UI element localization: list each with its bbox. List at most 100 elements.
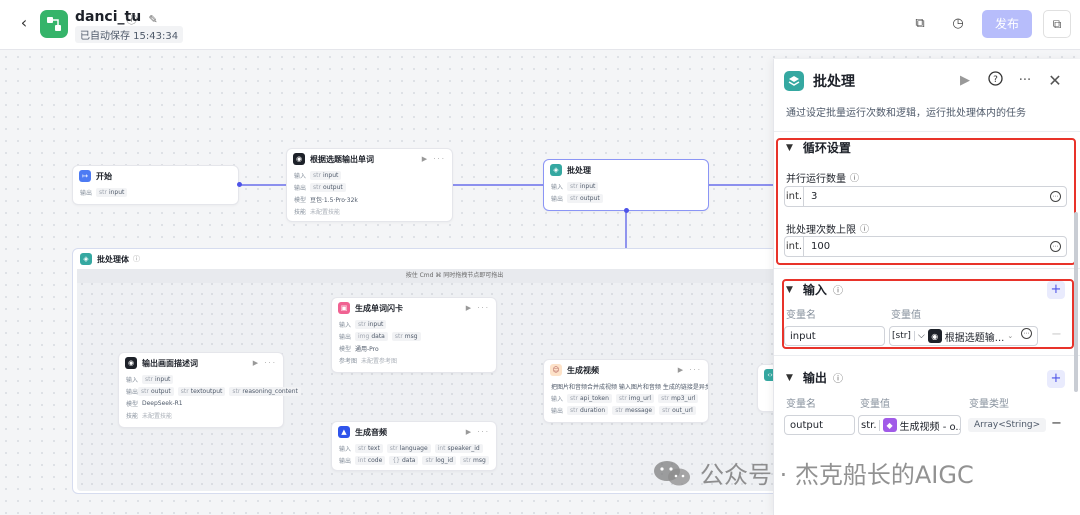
- node-title: 生成音频: [355, 427, 387, 437]
- variable-ref-icon[interactable]: ⋯: [1050, 191, 1061, 202]
- panel-scrollbar[interactable]: [1074, 212, 1078, 392]
- node-title: 批处理: [567, 165, 591, 175]
- publish-button[interactable]: 发布: [982, 10, 1032, 38]
- var-tag: log_id: [435, 456, 454, 464]
- col-var-value: 变量值: [860, 399, 890, 410]
- info-icon: ⓘ: [832, 286, 843, 297]
- row-label: 输出: [339, 333, 352, 341]
- output-port[interactable]: [237, 182, 242, 187]
- drag-hint: 按住 Cmd ⌘ 同时拖拽节点即可拖出: [77, 269, 832, 283]
- input-var-name[interactable]: input: [784, 326, 885, 346]
- max-count-value[interactable]: 100: [811, 241, 831, 252]
- history-icon[interactable]: ◷: [952, 16, 964, 31]
- var-tag: input: [322, 171, 339, 179]
- node-actions-icon[interactable]: ▶ ···: [465, 428, 490, 436]
- field-label-text: 并行运行数量: [786, 174, 846, 185]
- skill-value: 未配置技能: [142, 412, 173, 420]
- node-actions-icon[interactable]: ▶ ···: [421, 155, 446, 163]
- node-title: 生成视频: [567, 365, 599, 375]
- concurrency-input[interactable]: int. 3 ⋯: [784, 186, 1067, 207]
- chevron-down-icon[interactable]: ▼: [786, 284, 793, 295]
- run-icon[interactable]: ▶: [960, 73, 970, 88]
- var-tag: input: [367, 320, 384, 328]
- llm-icon: ◉: [125, 357, 137, 369]
- var-tag: language: [399, 444, 428, 452]
- output-var-name[interactable]: output: [784, 415, 855, 435]
- input-var-value[interactable]: [str] ⌵ ◉ 根据选题输... ⌄: [889, 326, 1038, 346]
- chevron-down-icon[interactable]: ▼: [786, 372, 793, 383]
- var-tag: data: [371, 332, 385, 340]
- var-tag: code: [367, 456, 383, 464]
- copy-icon[interactable]: ⧉: [915, 16, 925, 31]
- divider: [774, 268, 1080, 269]
- row-label: 输入: [339, 321, 352, 329]
- divider: [774, 355, 1080, 356]
- svg-text:?: ?: [993, 75, 998, 85]
- wechat-logo-icon: [654, 460, 690, 485]
- node-title: 根据选题输出单词: [310, 154, 374, 164]
- node-actions-icon[interactable]: ▶ ···: [252, 359, 277, 367]
- close-icon[interactable]: ✕: [1048, 71, 1062, 90]
- var-tag: msg: [473, 456, 486, 464]
- node-actions-icon[interactable]: ▶ ···: [677, 366, 702, 374]
- add-input-button[interactable]: +: [1047, 281, 1065, 299]
- add-output-button[interactable]: +: [1047, 370, 1065, 388]
- chevron-down-icon[interactable]: ⌵: [917, 331, 925, 341]
- col-var-type: 变量类型: [969, 399, 1009, 410]
- row-label: 技能: [126, 412, 139, 420]
- app-logo-icon: [40, 10, 68, 38]
- var-tag: output: [150, 387, 171, 395]
- var-tag: api_token: [579, 394, 609, 402]
- panel-description: 通过设定批量运行次数和逻辑，运行批处理体内的任务: [786, 108, 1026, 119]
- chevron-down-icon[interactable]: ▼: [786, 142, 793, 153]
- remove-input-icon[interactable]: −: [1051, 327, 1062, 342]
- variable-ref-icon[interactable]: ⋯: [1050, 241, 1061, 252]
- more-icon[interactable]: ···: [1018, 73, 1032, 88]
- output-section-header[interactable]: ▼ 输出 ⓘ: [786, 369, 843, 386]
- max-count-input[interactable]: int. 100 ⋯: [784, 236, 1067, 257]
- remove-output-icon[interactable]: −: [1051, 416, 1062, 431]
- row-label: 输入: [339, 445, 352, 453]
- dropdown-icon[interactable]: ⌄: [1007, 332, 1014, 340]
- help-icon[interactable]: ?: [985, 71, 1005, 91]
- row-label: 模型: [126, 400, 139, 408]
- row-label: 模型: [294, 196, 307, 204]
- plugin-node-video[interactable]: ☺ 生成视频 ▶ ··· 把图片和音频合并成视频 输入图片和音频 生成的链接是异…: [543, 359, 709, 423]
- row-label: 参考图: [339, 357, 358, 365]
- variable-ref-icon[interactable]: ⋯: [1021, 328, 1032, 339]
- info-edit-icons[interactable]: ⓘ ✎: [126, 13, 162, 26]
- loop-settings-header[interactable]: ▼ 循环设置: [786, 139, 851, 156]
- node-title: 输出画面描述词: [142, 358, 198, 368]
- node-actions-icon[interactable]: ▶ ···: [465, 304, 490, 312]
- type-prefix: int.: [785, 187, 804, 206]
- node-title: 生成单词闪卡: [355, 303, 403, 313]
- section-title: 输入: [802, 283, 827, 297]
- more-window-icon[interactable]: ⧉: [1043, 10, 1071, 38]
- model-value: 豆包·1.5·Pro·32k: [310, 196, 358, 204]
- concurrency-value[interactable]: 3: [811, 191, 818, 202]
- row-label: 输入: [294, 172, 307, 180]
- loop-settings-highlight: [776, 138, 1076, 265]
- image-gen-icon: ▣: [338, 302, 350, 314]
- var-tag: mp3_url: [671, 394, 696, 402]
- input-section-header[interactable]: ▼ 输入 ⓘ: [786, 281, 843, 298]
- back-icon[interactable]: ‹: [20, 13, 28, 32]
- start-icon: ↦: [79, 170, 91, 182]
- loop-port[interactable]: [624, 208, 629, 213]
- batch-icon: ◈: [80, 253, 92, 265]
- video-plugin-icon: ◆: [882, 418, 897, 432]
- row-label: 输出: [339, 457, 352, 465]
- video-plugin-icon: ☺: [550, 364, 562, 376]
- info-icon: ⓘ: [860, 225, 870, 235]
- type-prefix: int.: [785, 237, 804, 256]
- output-type-badge: Array<String>: [968, 418, 1047, 432]
- col-var-name: 变量名: [786, 399, 816, 410]
- output-var-value[interactable]: str. ◆ 生成视频 - o...: [858, 415, 961, 435]
